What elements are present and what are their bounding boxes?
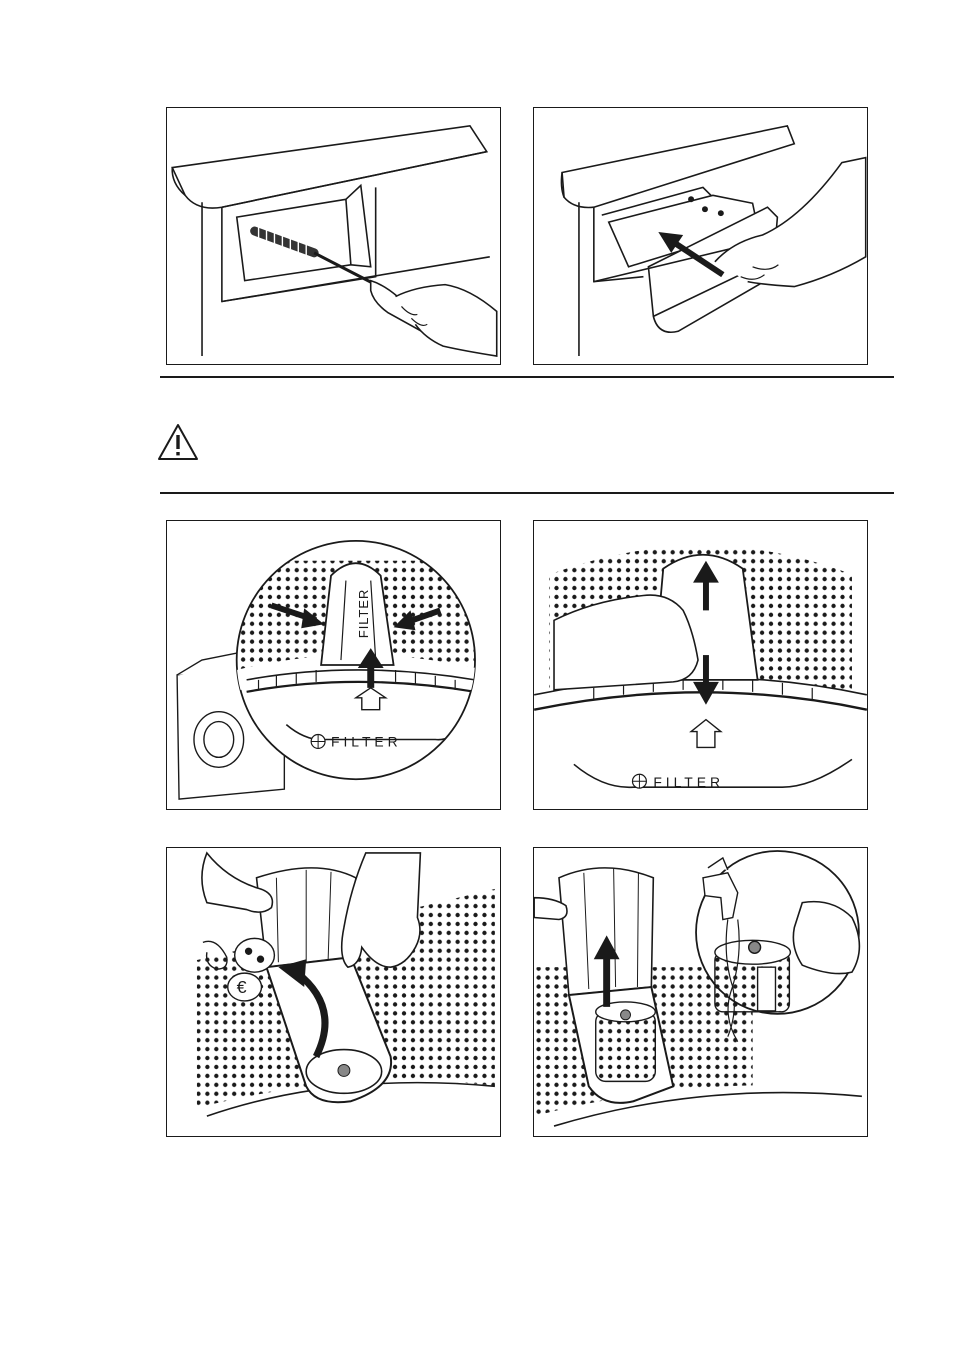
figure-brush-clean-dispenser bbox=[166, 107, 501, 365]
filter-panel-label-2: FILTER bbox=[653, 774, 724, 790]
filter-pull-illustration: FILTER bbox=[534, 521, 867, 809]
warning-triangle-icon bbox=[156, 422, 200, 462]
rinse-filter-illustration bbox=[534, 848, 867, 1136]
insert-dispenser-illustration bbox=[534, 108, 867, 364]
figure-filter-pull: FILTER bbox=[533, 520, 868, 810]
figure-insert-dispenser bbox=[533, 107, 868, 365]
rule-bottom bbox=[160, 492, 894, 494]
figure-rinse-filter bbox=[533, 847, 868, 1137]
filter-handle-label: FILTER bbox=[356, 589, 371, 638]
figure-remove-objects: € bbox=[166, 847, 501, 1137]
brush-clean-illustration bbox=[167, 108, 500, 364]
rule-top bbox=[160, 376, 894, 378]
euro-coin-symbol: € bbox=[237, 977, 247, 997]
filter-panel-label: FILTER bbox=[331, 733, 402, 749]
filter-release-illustration: FILTER FILTER bbox=[167, 521, 500, 809]
figure-filter-release: FILTER FILTER bbox=[166, 520, 501, 810]
remove-objects-illustration: € bbox=[167, 848, 500, 1136]
